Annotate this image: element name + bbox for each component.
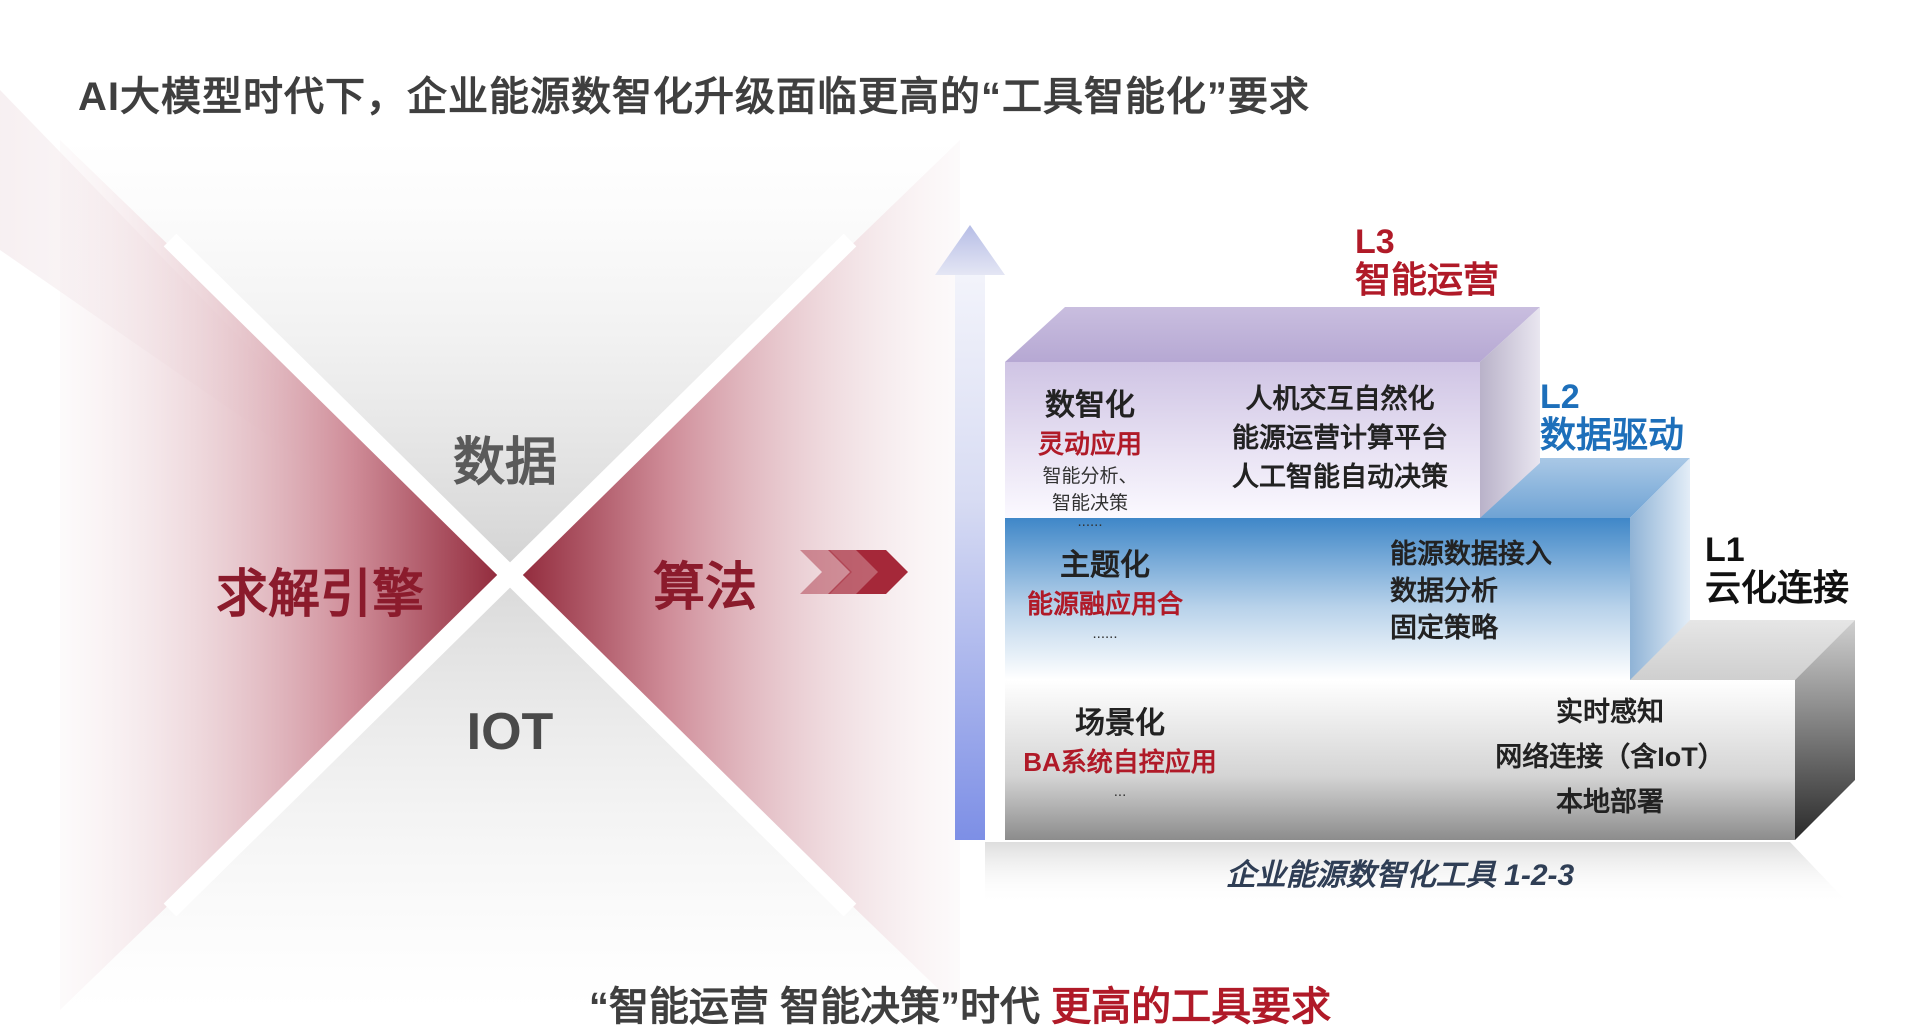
x-left-wedge <box>60 140 510 1010</box>
feature-item: 人工智能自动决策 <box>1232 462 1448 492</box>
l1-features: 实时感知 网络连接（含IoT） 本地部署 <box>1470 690 1750 825</box>
x-label-right: 算法 <box>652 559 757 617</box>
step-more: ...... <box>1092 625 1118 642</box>
feature-item: 网络连接（含IoT） <box>1495 742 1725 772</box>
footer-text: “智能运营 智能决策”时代 <box>588 985 1052 1029</box>
l3-features: 人机交互自然化 能源运营计算平台 人工智能自动决策 <box>1210 380 1470 497</box>
l2-block-side <box>1630 458 1690 680</box>
l3-block-side <box>1480 307 1540 518</box>
l3-block-top <box>1005 307 1540 362</box>
l3-block-front <box>1005 362 1480 518</box>
level-code: L1 <box>1705 531 1745 569</box>
up-arrow-icon <box>955 270 985 840</box>
l2-features: 能源数据接入 数据分析 固定策略 <box>1390 536 1552 647</box>
l1-block-side <box>1795 620 1855 840</box>
l2-left-column: 主题化 能源融应用合 ...... <box>1010 540 1200 642</box>
x-right-wedge <box>510 140 960 1010</box>
feature-item: 实时感知 <box>1556 697 1664 727</box>
feature-item: 人机交互自然化 <box>1245 384 1435 414</box>
level-code: L2 <box>1540 378 1580 416</box>
feature-item: 能源运营计算平台 <box>1232 423 1448 453</box>
step-app: 能源融应用合 <box>1026 589 1183 619</box>
x-label-left: 求解引擎 <box>215 566 424 624</box>
level-l3-label: L3 智能运营 <box>1355 223 1500 300</box>
step-app: BA系统自控应用 <box>1023 747 1217 777</box>
floor-reflection <box>985 842 1850 905</box>
x-top-wedge <box>60 140 960 575</box>
feature-item: 数据分析 <box>1390 576 1498 606</box>
level-l1-label: L1 云化连接 <box>1705 531 1850 608</box>
chevron-arrows-icon <box>800 550 908 594</box>
x-bottom-wedge <box>60 575 960 1010</box>
l1-block-front <box>1005 680 1795 840</box>
level-code: L3 <box>1355 223 1395 261</box>
l1-left-column: 场景化 BA系统自控应用 ... <box>1010 698 1230 800</box>
footer-statement: “智能运营 智能决策”时代 更高的工具要求 <box>0 974 1920 1032</box>
diagram-caption: 企业能源数智化工具 1-2-3 <box>1225 859 1575 892</box>
x-label-bottom: IOT <box>466 703 554 761</box>
feature-item: 本地部署 <box>1556 787 1664 817</box>
x-label-top: 数据 <box>452 434 557 492</box>
step-example: 智能分析、 <box>1042 466 1138 487</box>
x-divider-line <box>163 233 857 917</box>
feature-item: 固定策略 <box>1390 613 1498 643</box>
step-heading: 主题化 <box>1060 549 1150 582</box>
feature-item: 能源数据接入 <box>1390 539 1552 569</box>
step-more: ...... <box>1077 513 1103 530</box>
level-name: 云化连接 <box>1705 566 1850 608</box>
page-title: AI大模型时代下，企业能源数智化升级面临更高的“工具智能化”要求 <box>78 75 1310 119</box>
l3-left-column: 数智化 灵动应用 智能分析、 智能决策 ...... <box>1010 380 1170 529</box>
step-heading: 数智化 <box>1045 389 1135 422</box>
level-l2-label: L2 数据驱动 <box>1540 378 1685 455</box>
step-heading: 场景化 <box>1075 707 1165 740</box>
step-example: 智能决策 <box>1051 493 1128 514</box>
up-arrow-head-icon <box>935 225 1005 275</box>
l2-block-front <box>1005 518 1630 680</box>
step-app: 灵动应用 <box>1037 429 1142 459</box>
step-more: ... <box>1113 783 1127 800</box>
level-name: 数据驱动 <box>1540 413 1685 455</box>
footer-highlight: 更高的工具要求 <box>1051 985 1332 1029</box>
level-name: 智能运营 <box>1355 258 1500 300</box>
